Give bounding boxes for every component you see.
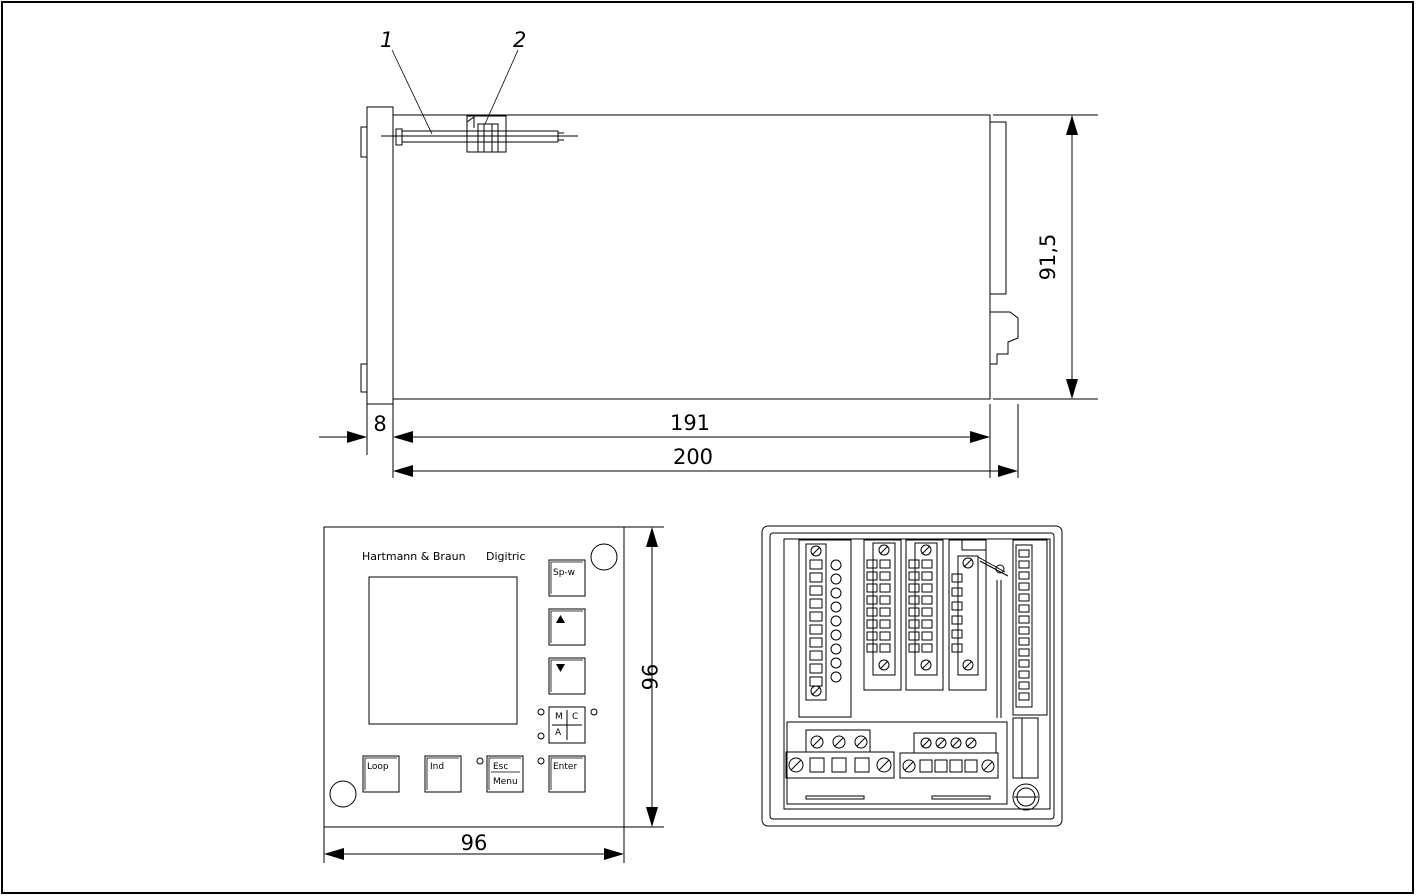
spw-key-label: Sp-w bbox=[553, 568, 575, 578]
up-arrow-icon bbox=[556, 615, 565, 623]
rear-connector bbox=[989, 121, 1007, 295]
enter-key-label: Enter bbox=[553, 762, 577, 772]
side-view: 1 2 91,5 8 191 200 bbox=[319, 28, 1098, 478]
dim-height-side: 91,5 bbox=[1036, 234, 1060, 281]
spw-key[interactable]: Sp-w bbox=[548, 559, 586, 597]
terminal-block-right bbox=[899, 752, 999, 779]
up-arrow-key[interactable] bbox=[548, 608, 586, 646]
led-cascade bbox=[590, 708, 598, 716]
housing bbox=[392, 114, 991, 400]
terminal-block-left bbox=[785, 751, 895, 779]
front-bezel bbox=[366, 106, 394, 405]
front-panel bbox=[323, 526, 625, 828]
front-view: Hartmann & Braun Digitric Sp-w M C A bbox=[323, 526, 664, 863]
callout-1: 1 bbox=[380, 28, 393, 52]
led-esc bbox=[476, 757, 484, 765]
esc-menu-key[interactable]: Esc Menu bbox=[486, 755, 524, 793]
ground-screw bbox=[1012, 783, 1040, 811]
down-arrow-icon bbox=[556, 664, 565, 672]
brand-label: Hartmann & Braun bbox=[362, 550, 466, 563]
led-auto bbox=[537, 732, 545, 740]
power-board bbox=[786, 721, 1008, 805]
loop-key-label: Loop bbox=[367, 762, 389, 772]
display-window bbox=[368, 576, 518, 725]
rear-housing bbox=[761, 525, 1063, 827]
terminal-strip-2 bbox=[872, 542, 896, 676]
ind-key[interactable]: Ind bbox=[424, 755, 462, 793]
ind-key-label: Ind bbox=[430, 762, 444, 772]
down-arrow-key[interactable] bbox=[548, 657, 586, 695]
led-enter bbox=[537, 757, 545, 765]
mode-key[interactable]: M C A bbox=[548, 706, 586, 744]
dim-width-front: 96 bbox=[461, 831, 488, 855]
dim-body: 191 bbox=[670, 411, 710, 435]
terminal-strip-1 bbox=[805, 543, 827, 701]
mode-a-label: A bbox=[555, 728, 562, 738]
model-label: Digitric bbox=[486, 550, 526, 563]
mode-c-label: C bbox=[572, 712, 578, 722]
terminal-strip-3 bbox=[914, 542, 938, 676]
dim-total: 200 bbox=[673, 445, 713, 469]
led-manual bbox=[537, 708, 545, 716]
dim-height-front: 96 bbox=[637, 664, 661, 691]
top-right-screw bbox=[590, 543, 618, 571]
loop-key[interactable]: Loop bbox=[362, 755, 400, 793]
esc-key-label: Esc bbox=[493, 762, 508, 772]
terminal-strip-5 bbox=[1015, 544, 1033, 708]
menu-key-label: Menu bbox=[493, 777, 518, 787]
callout-2: 2 bbox=[513, 28, 526, 52]
dim-front: 8 bbox=[373, 412, 386, 436]
enter-key[interactable]: Enter bbox=[548, 755, 586, 793]
mode-m-label: M bbox=[555, 712, 563, 722]
rear-view bbox=[761, 525, 1063, 827]
bottom-left-screw bbox=[329, 780, 357, 808]
